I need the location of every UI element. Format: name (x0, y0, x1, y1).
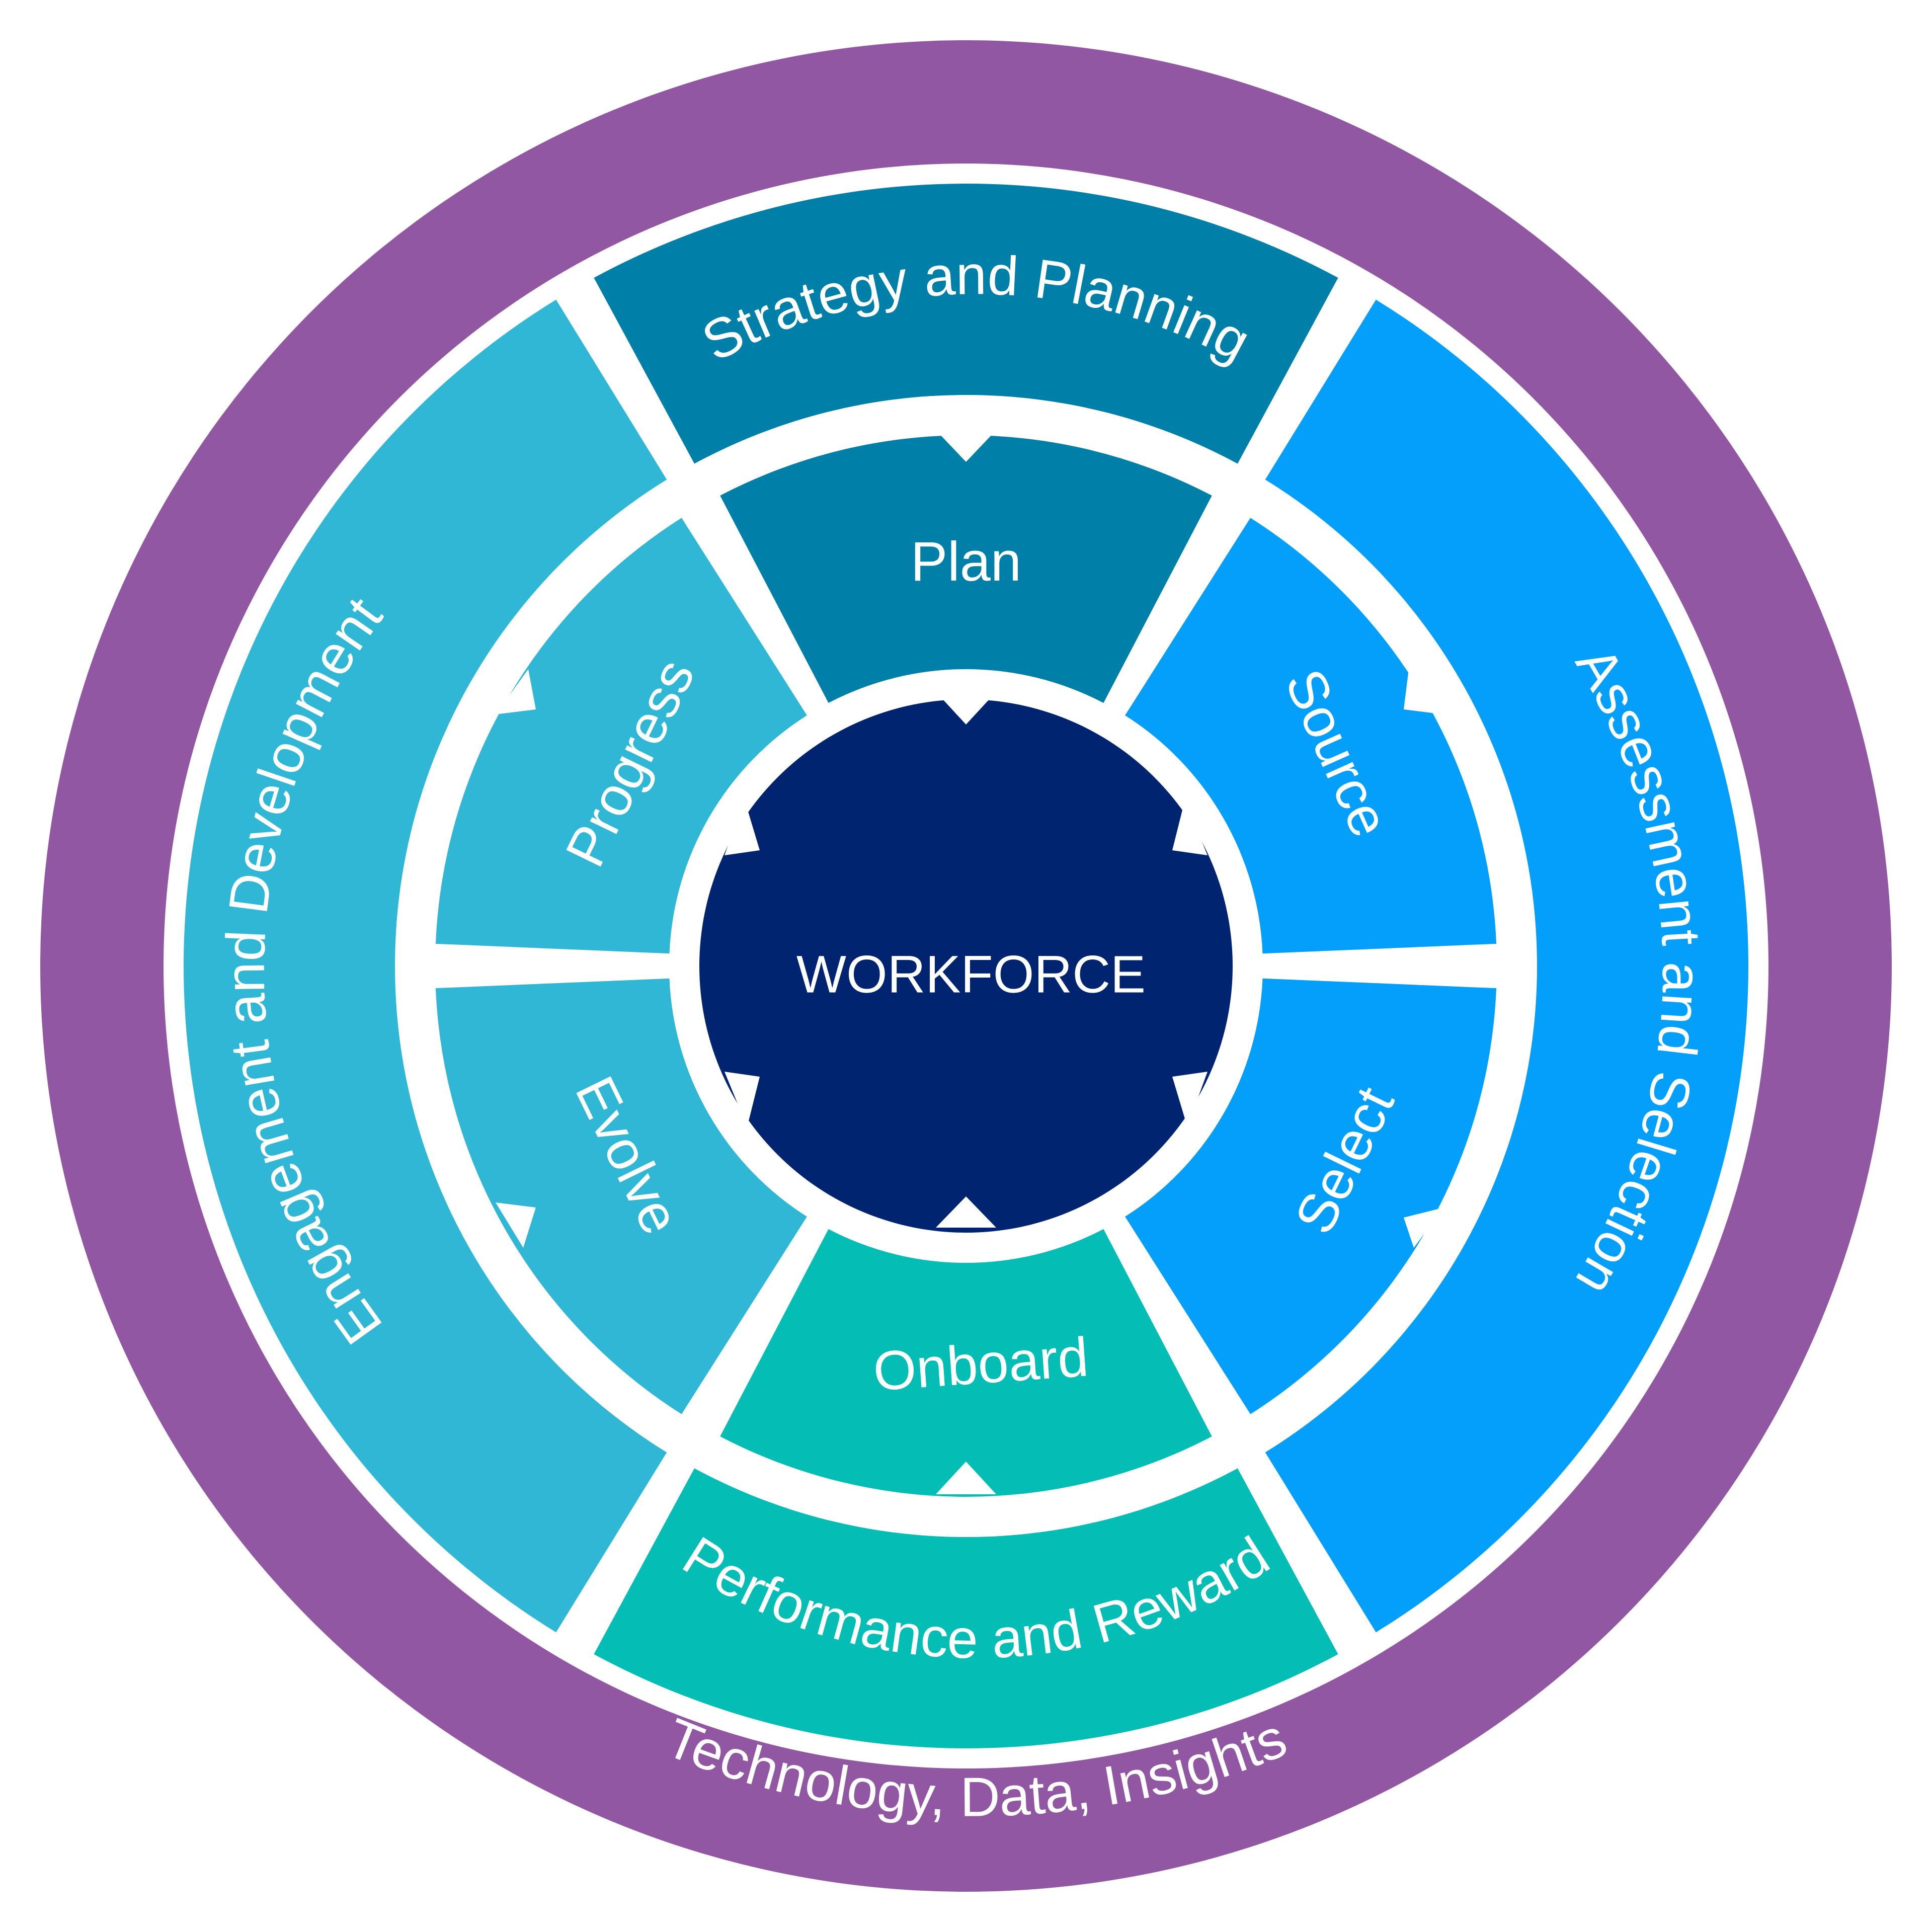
arrow-evolve-hub (725, 1072, 760, 1127)
arrow-select-onboard (1404, 1208, 1444, 1248)
inner-label-plan: Plan (911, 531, 1021, 593)
connector-arrows (496, 430, 1444, 1494)
inner-segment-progress[interactable] (435, 518, 807, 954)
arrow-progress-hub (725, 800, 760, 855)
outer-segment-strategy[interactable] (594, 184, 1338, 464)
arrow-strategy-to-plan (936, 430, 996, 462)
inner-segment-select[interactable] (1125, 978, 1497, 1414)
outer-segment-performance[interactable] (594, 1468, 1338, 1748)
arrow-onboard-to-hub (936, 1196, 996, 1228)
center-label: WORKFORCE (796, 945, 1146, 1004)
divider-left (440, 957, 682, 975)
arrow-performance-to-onboard (936, 1462, 996, 1494)
divider-right (1250, 957, 1502, 975)
center-hub (699, 699, 1233, 1233)
arrow-progress-plan (496, 669, 536, 714)
arrow-select-hub (1172, 1072, 1208, 1127)
inner-label-onboard: Onboard (871, 1326, 1091, 1403)
inner-segment-onboard[interactable] (720, 1229, 1212, 1497)
arrow-plan-to-hub (936, 692, 996, 725)
inner-segment-plan[interactable] (720, 435, 1212, 703)
arrow-source-hub (1172, 800, 1208, 855)
arrow-source-select (1404, 669, 1444, 714)
inner-segment-evolve[interactable] (435, 978, 807, 1414)
inner-segment-source[interactable] (1125, 518, 1497, 954)
outer-segment-assessment[interactable] (1265, 299, 1748, 1633)
outer-segment-engagement[interactable] (184, 299, 667, 1633)
arrow-evolve-progress (496, 1202, 536, 1248)
